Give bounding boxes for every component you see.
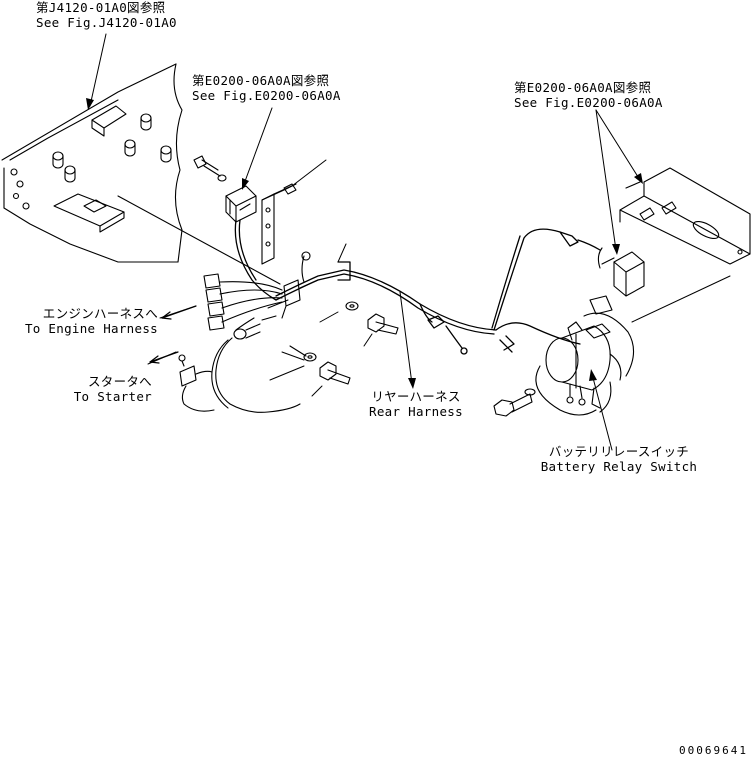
document-number: 00069641 [679,744,748,757]
ref-j4120-en: See Fig.J4120-01A0 [36,15,177,30]
starter-jp: スタータへ [87,374,152,389]
lower-bolt [493,388,536,417]
frame-panel [1,63,281,285]
battery-relay-jp: バッテリリレースイッチ [548,444,690,459]
right-relay [597,247,645,297]
ref-e0200-left-jp: 第E0200-06A0A図参照 [192,73,330,88]
battery-relay-callout: バッテリリレースイッチ Battery Relay Switch [526,444,712,474]
ref-e0200-right-callout: 第E0200-06A0A図参照 See Fig.E0200-06A0A [514,80,663,110]
ref-e0200-right-en: See Fig.E0200-06A0A [514,95,663,110]
ref-e0200-right-jp: 第E0200-06A0A図参照 [514,80,652,95]
starter-lead [178,337,301,413]
battery-relay-switch [535,295,635,416]
engine-harness-en: To Engine Harness [24,321,158,336]
ref-j4120-callout: 第J4120-01A0図参照 See Fig.J4120-01A0 [36,0,177,30]
arrowheads [86,98,643,389]
right-bracket [619,167,751,265]
left-relay [193,155,257,223]
mount-bracket [261,183,297,265]
ref-e0200-left-callout: 第E0200-06A0A図参照 See Fig.E0200-06A0A [192,73,341,103]
rear-harness-jp: リヤーハーネス [371,389,461,404]
direction-arrows [149,305,197,364]
engine-harness-jp: エンジンハーネスへ [42,306,158,321]
bolts-washers [289,301,399,385]
rear-harness-callout: リヤーハーネス Rear Harness [356,389,476,419]
battery-relay-en: Battery Relay Switch [540,459,698,474]
rear-harness-cable [234,219,601,355]
starter-callout: スタータへ To Starter [30,374,152,404]
ref-j4120-jp: 第J4120-01A0図参照 [36,0,166,15]
ref-e0200-left-en: See Fig.E0200-06A0A [192,88,341,103]
starter-en: To Starter [73,389,152,404]
rear-harness-en: Rear Harness [369,404,463,419]
engine-connectors [203,251,319,340]
engine-harness-callout: エンジンハーネスへ To Engine Harness [6,306,158,336]
